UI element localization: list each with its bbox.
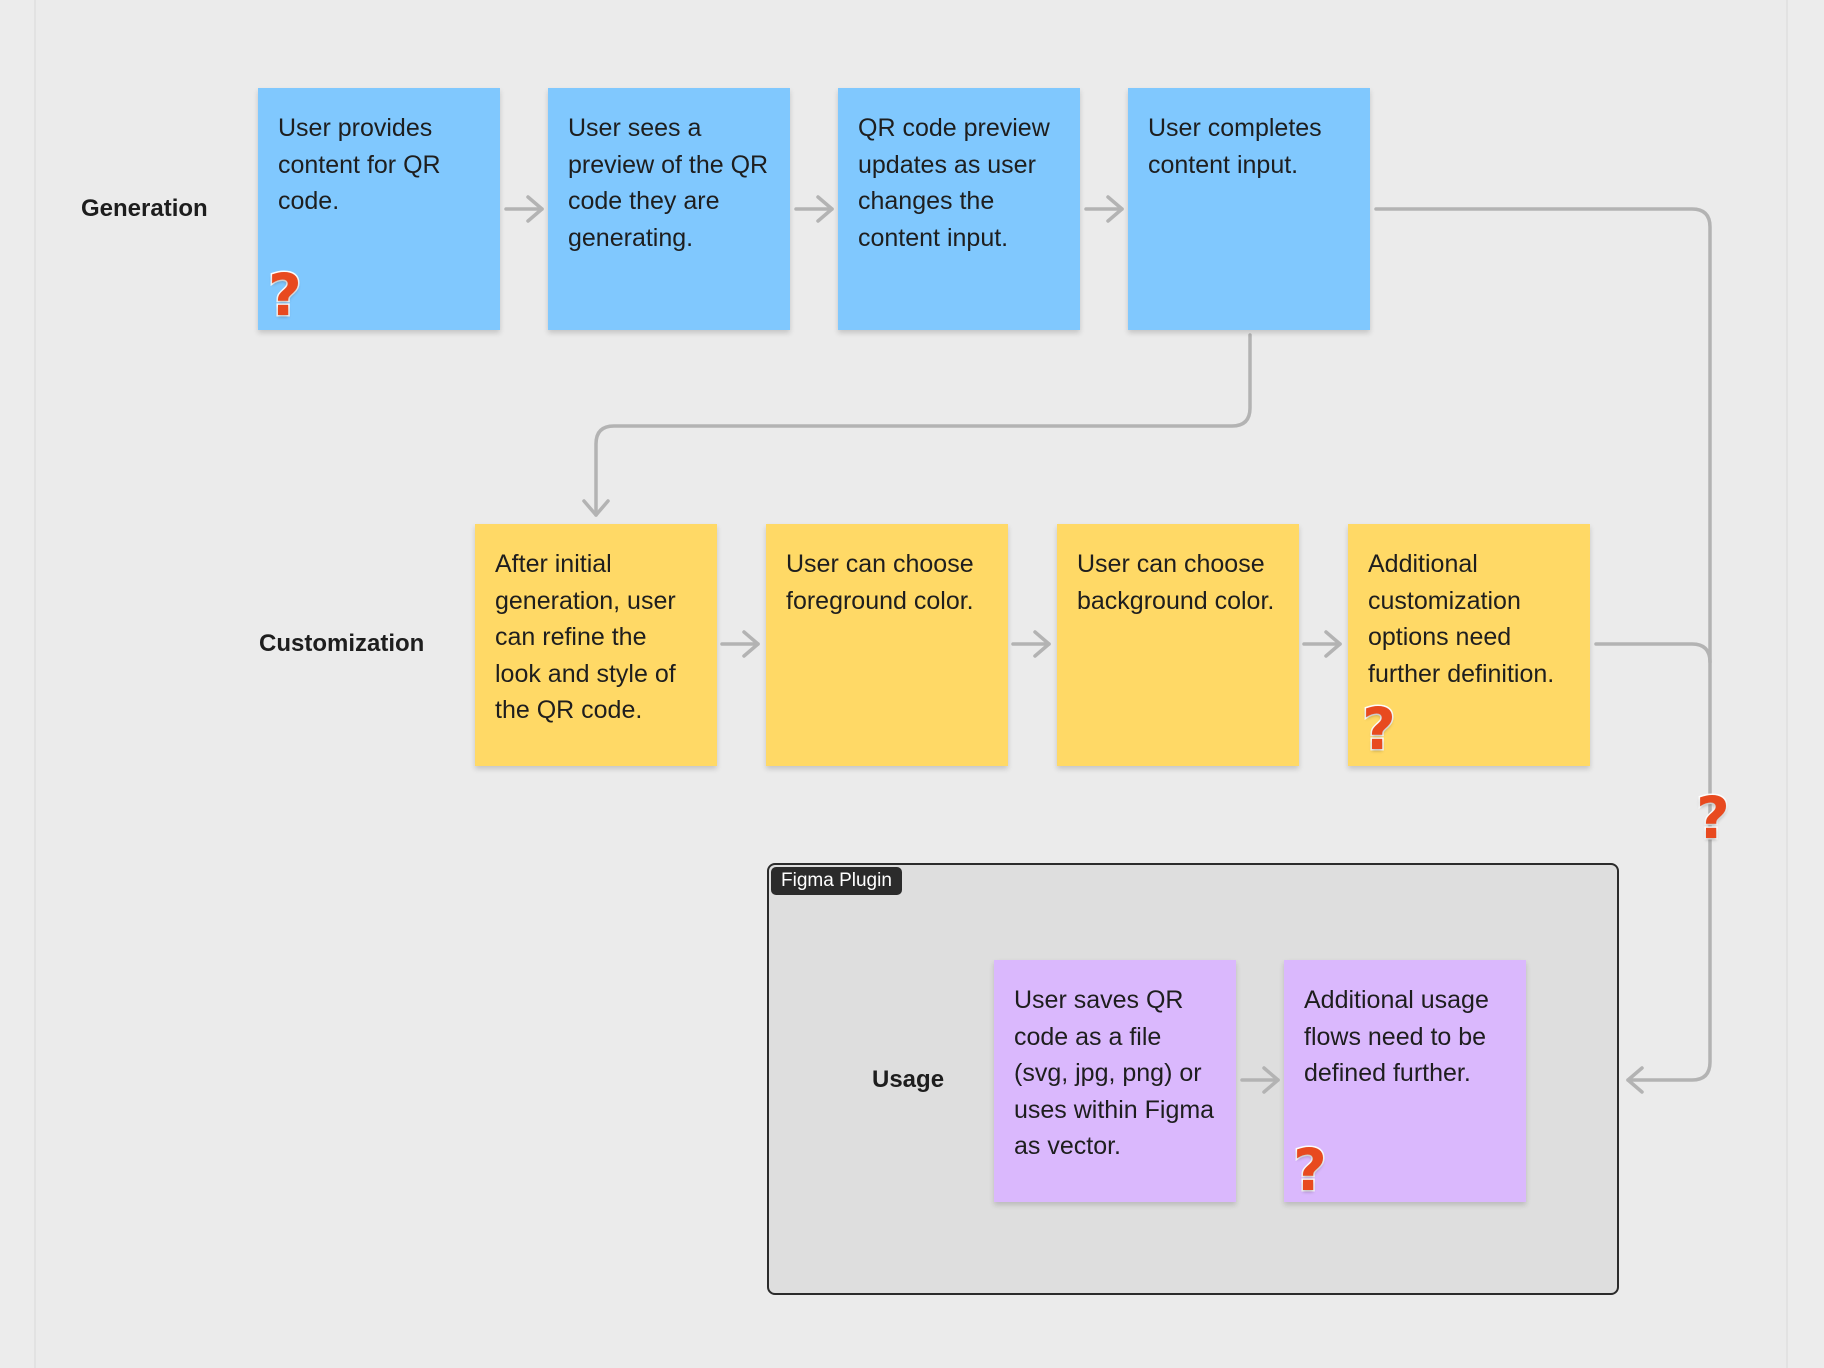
- connector-cust-3-to-4[interactable]: [1302, 630, 1342, 658]
- connector-gen-1-to-2[interactable]: [504, 195, 544, 223]
- connector-cust-2-to-3[interactable]: [1011, 630, 1051, 658]
- connector-gen-4-to-usage-2[interactable]: [1374, 207, 1712, 1094]
- sticky-text: User saves QR code as a file (svg, jpg, …: [1014, 986, 1215, 1160]
- connector-cust-1-to-2[interactable]: [720, 630, 760, 658]
- sticky-text: User can choose foreground color.: [786, 550, 974, 615]
- sticky-text: Additional customization options need fu…: [1368, 550, 1555, 688]
- sticky-generation-4[interactable]: User completes content input.: [1128, 88, 1370, 330]
- sticky-text: After initial generation, user can refin…: [495, 550, 676, 724]
- question-mark-sticker-icon[interactable]: ?: [1695, 784, 1732, 852]
- question-mark-sticker-icon[interactable]: ?: [267, 261, 304, 329]
- sticky-customization-3[interactable]: User can choose background color.: [1057, 524, 1299, 766]
- sticky-text: Additional usage flows need to be define…: [1304, 986, 1489, 1087]
- sticky-usage-1[interactable]: User saves QR code as a file (svg, jpg, …: [994, 960, 1236, 1202]
- sticky-customization-4[interactable]: Additional customization options need fu…: [1348, 524, 1590, 766]
- sticky-usage-2[interactable]: Additional usage flows need to be define…: [1284, 960, 1526, 1202]
- row-label-usage[interactable]: Usage: [872, 1066, 945, 1093]
- sticky-generation-1[interactable]: User provides content for QR code.: [258, 88, 500, 330]
- sticky-text: User sees a preview of the QR code they …: [568, 114, 769, 252]
- connector-gen-3-to-4[interactable]: [1084, 195, 1124, 223]
- sticky-text: User provides content for QR code.: [278, 114, 441, 215]
- sticky-generation-3[interactable]: QR code preview updates as user changes …: [838, 88, 1080, 330]
- sticky-customization-2[interactable]: User can choose foreground color.: [766, 524, 1008, 766]
- board-edge-right: [1786, 0, 1788, 1368]
- sticky-text: User can choose background color.: [1077, 550, 1275, 615]
- connector-cust-4-to-trunk[interactable]: [1594, 642, 1712, 664]
- connector-use-1-to-2[interactable]: [1240, 1066, 1280, 1094]
- sticky-customization-1[interactable]: After initial generation, user can refin…: [475, 524, 717, 766]
- sticky-text: QR code preview updates as user changes …: [858, 114, 1050, 252]
- connector-gen-4-to-cust-1[interactable]: [582, 333, 1252, 517]
- question-mark-sticker-icon[interactable]: ?: [1361, 695, 1398, 763]
- connector-gen-2-to-3[interactable]: [794, 195, 834, 223]
- section-title[interactable]: Figma Plugin: [771, 867, 902, 895]
- row-label-generation[interactable]: Generation: [81, 195, 208, 222]
- question-mark-sticker-icon[interactable]: ?: [1292, 1136, 1329, 1204]
- sticky-text: User completes content input.: [1148, 114, 1322, 179]
- row-label-customization[interactable]: Customization: [259, 630, 425, 657]
- sticky-generation-2[interactable]: User sees a preview of the QR code they …: [548, 88, 790, 330]
- board-edge-left: [34, 0, 36, 1368]
